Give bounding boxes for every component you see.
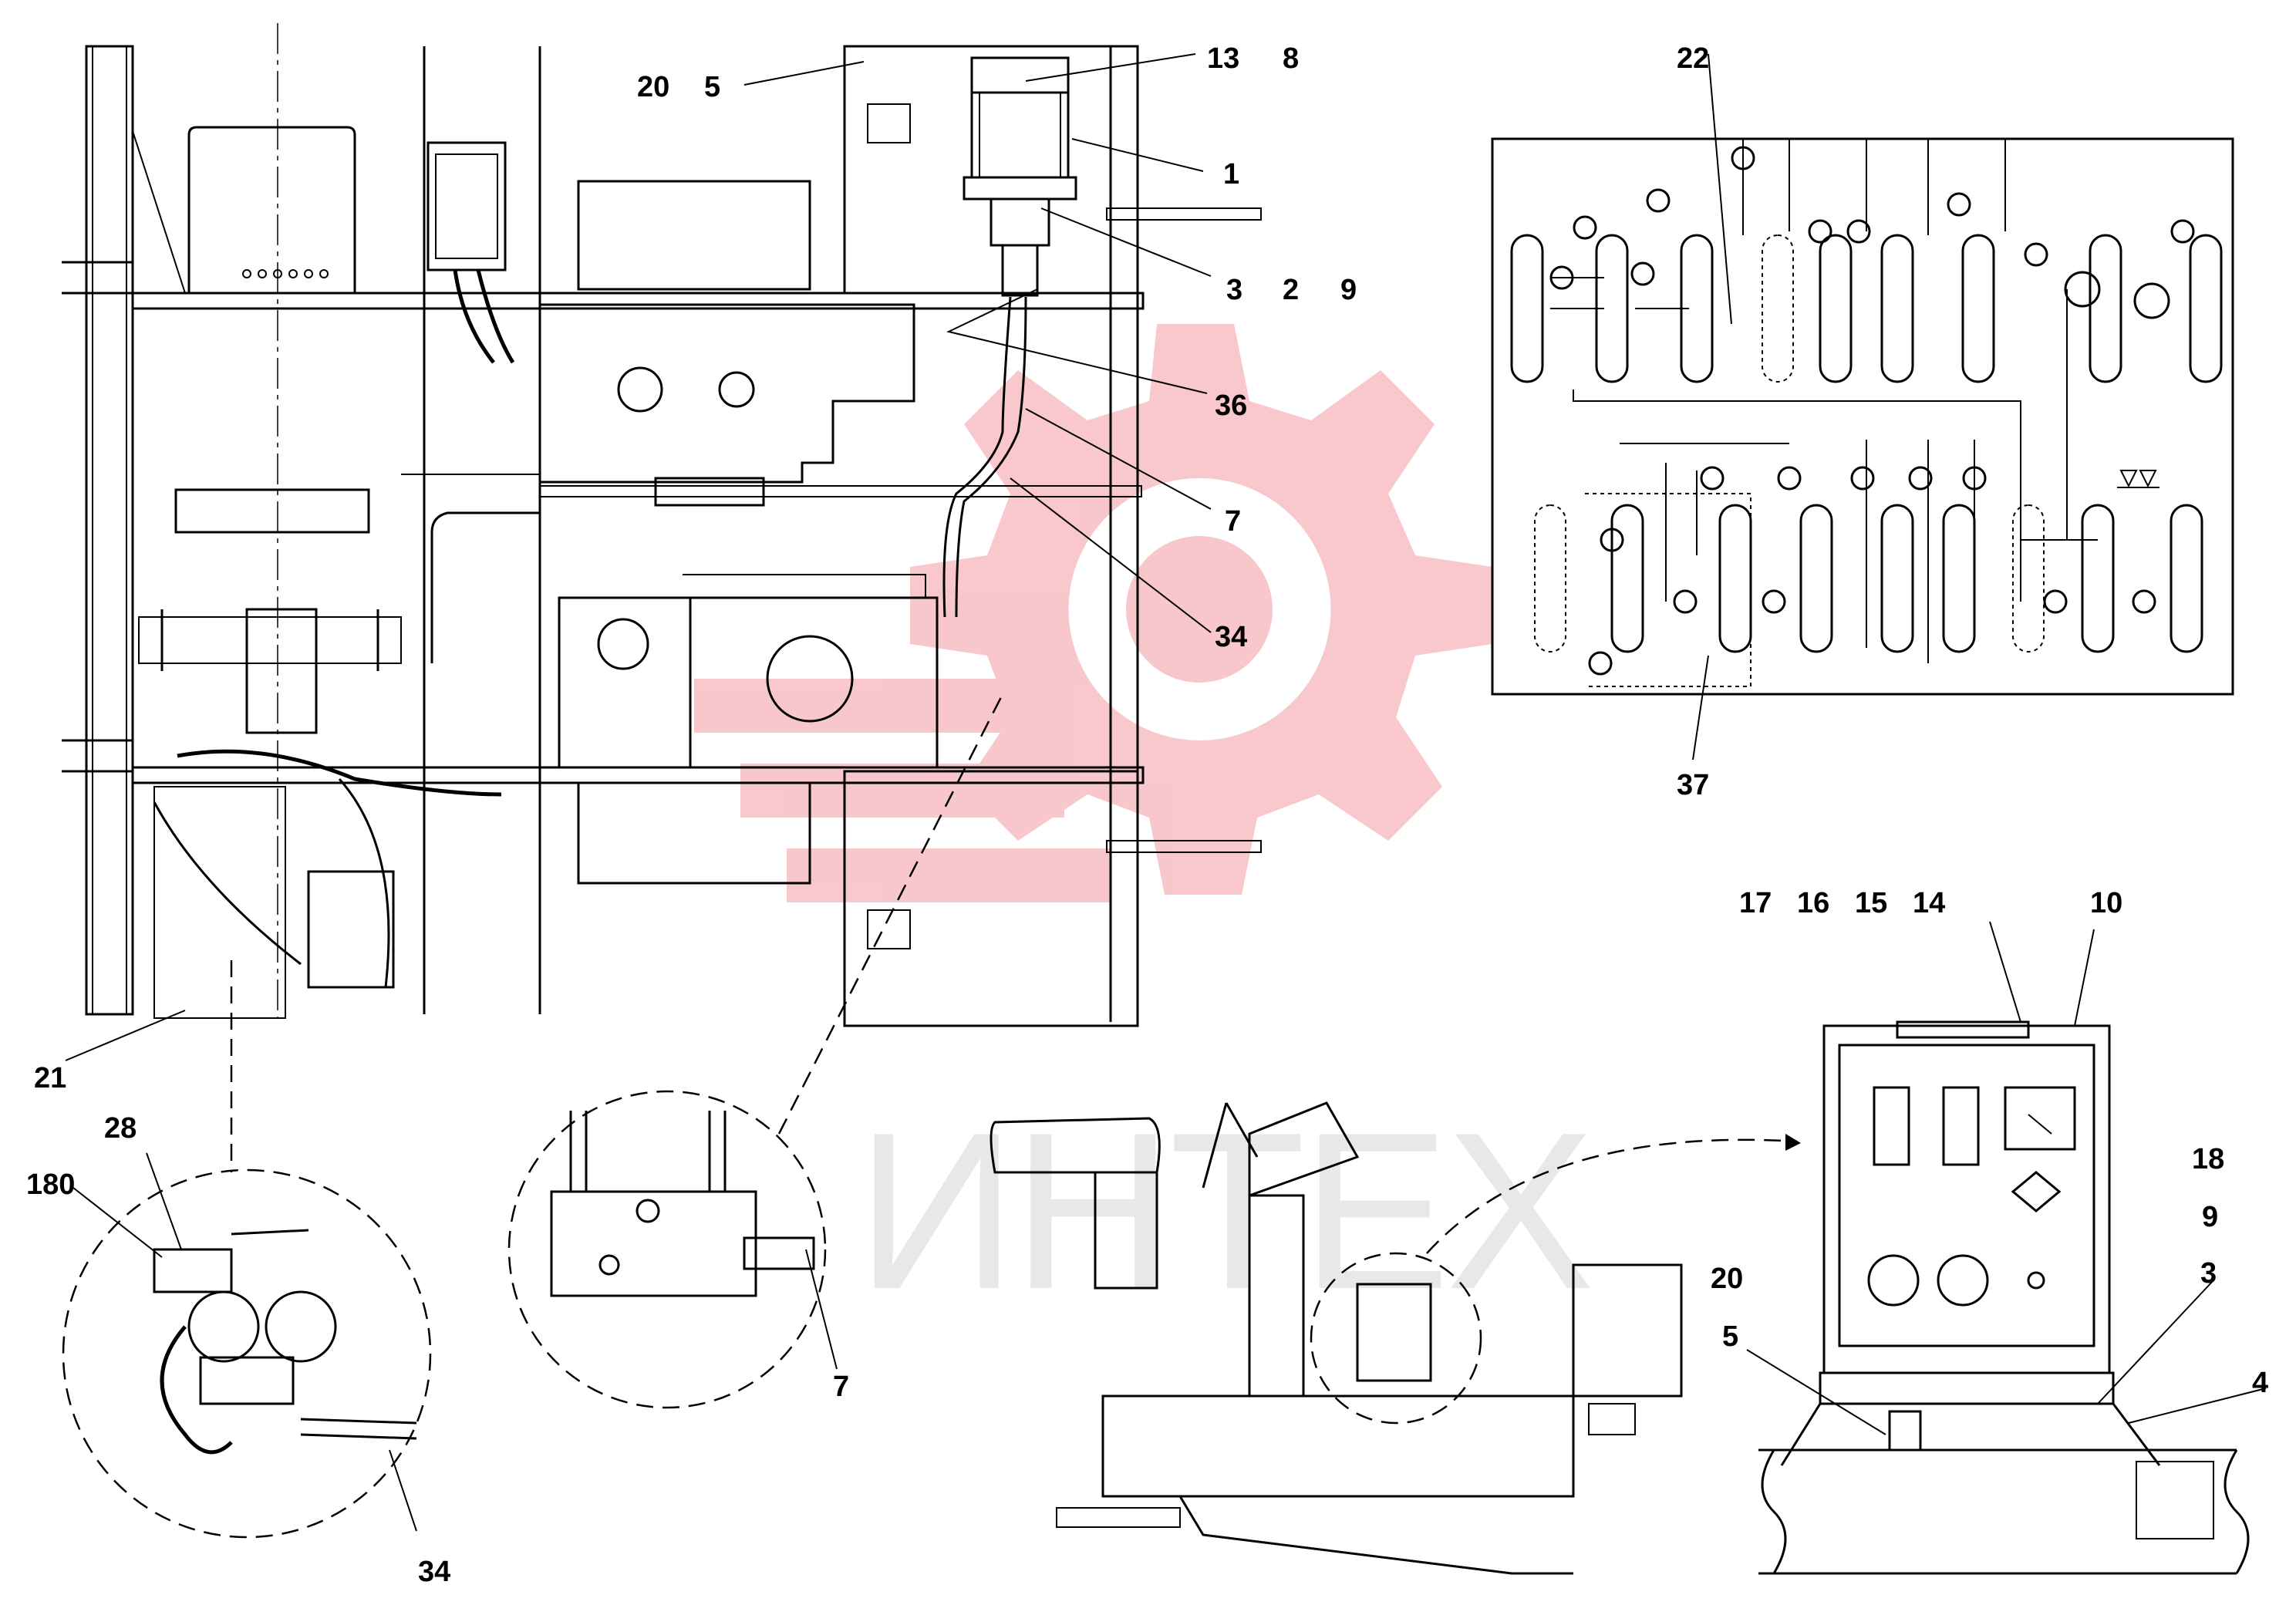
hose-return (430, 511, 540, 663)
machine-body (1101, 1394, 1575, 1498)
callout-9-right: 9 (2202, 1201, 2218, 1233)
bracket-holes (242, 269, 329, 278)
motor-mount-plate (843, 45, 1139, 295)
vertical-beams (423, 46, 541, 1014)
callout-7: 7 (1225, 505, 1241, 538)
wire-harness (153, 801, 302, 966)
callout-labels: 20 5 13 8 1 3 2 9 36 7 34 22 37 21 28 18… (26, 42, 2268, 1588)
panel-face (1838, 1044, 2095, 1347)
callout-21: 21 (34, 1062, 66, 1094)
terminal-blocks-row1 (1510, 234, 2223, 383)
terminal-blocks-row2 (1534, 504, 2203, 653)
callout-8: 8 (1283, 42, 1299, 75)
callout-20-top: 20 (637, 71, 669, 103)
leader-lines (65, 53, 2267, 1532)
callout-34-bottom: 34 (418, 1556, 450, 1588)
electric-motor (963, 56, 1077, 297)
callout-37: 37 (1677, 769, 1709, 801)
callout-16: 16 (1797, 887, 1829, 919)
lower-bracket (577, 781, 811, 885)
schematic-lamps (1549, 146, 2195, 676)
corrugated-hose (453, 269, 515, 364)
rail-stubs (62, 261, 133, 773)
callout-17: 17 (1739, 887, 1772, 919)
pump-detail-view (62, 960, 432, 1539)
watermark-bar-2 (740, 764, 1064, 818)
callout-3-right: 3 (2200, 1257, 2217, 1290)
valve-detail-view (507, 693, 1004, 1409)
callout-1: 1 (1223, 158, 1239, 191)
diode-icon (2117, 470, 2159, 488)
gauge-icon (2004, 1086, 2076, 1151)
callout-34: 34 (1215, 621, 1247, 653)
callout-22: 22 (1677, 42, 1709, 75)
callout-13: 13 (1207, 42, 1239, 75)
callout-5-top: 5 (704, 71, 720, 103)
watermark-bar-1 (694, 679, 1018, 733)
callout-14: 14 (1913, 887, 1945, 919)
frame-assembly (62, 23, 1262, 1027)
watermark-bar-3 (787, 848, 1111, 902)
callout-180: 180 (26, 1168, 75, 1201)
callout-3: 3 (1226, 274, 1242, 306)
hose-36 (942, 296, 1012, 618)
callout-4: 4 (2252, 1367, 2268, 1399)
callout-9: 9 (1340, 274, 1357, 306)
indicator-diamond (2011, 1171, 2062, 1212)
intekh-watermark-logo: ИНТЕХ (694, 324, 1597, 1336)
control-box (426, 141, 507, 271)
watermark-text: ИНТЕХ (856, 1086, 1593, 1336)
top-bracket (187, 126, 356, 293)
socket-2 (1937, 1254, 1989, 1307)
mid-crossbar (539, 485, 1142, 497)
top-crossbar (131, 292, 1145, 310)
callout-20-right: 20 (1711, 1263, 1743, 1295)
callout-36: 36 (1215, 389, 1247, 422)
upper-bracket (577, 180, 811, 291)
callout-10: 10 (2090, 887, 2122, 919)
rail-brace (132, 130, 186, 294)
control-panel-detail (1758, 1020, 2250, 1575)
machine-side-view (990, 1101, 1801, 1575)
callout-5-right: 5 (1722, 1320, 1738, 1353)
left-rail-inner (92, 46, 127, 1015)
mounted-panel (1356, 1283, 1432, 1382)
panel-enclosure (1822, 1024, 2111, 1374)
callout-2: 2 (1283, 274, 1299, 306)
mount-bolt (1888, 1410, 1922, 1452)
corrugated-line (177, 749, 502, 797)
valve-tank-block (558, 574, 939, 769)
watermark-gear (910, 324, 1492, 895)
arrow-icon (1785, 1134, 1801, 1151)
steering-wheel (1202, 1102, 1259, 1189)
side-plate (174, 488, 370, 534)
callout-7-bottom: 7 (833, 1371, 849, 1403)
hydraulic-pump-assembly (138, 608, 502, 1019)
callout-18: 18 (2192, 1143, 2224, 1175)
right-post (1109, 46, 1139, 1022)
schematic-frame (1491, 137, 2234, 696)
wiring-schematic (1491, 137, 2234, 696)
callout-15: 15 (1855, 887, 1887, 919)
schematic-wires (1550, 139, 2098, 687)
watermark-hub (1126, 536, 1273, 683)
callout-28: 28 (104, 1112, 137, 1145)
socket-1 (1867, 1254, 1920, 1307)
hose-7 (955, 296, 1027, 618)
hydraulic-tank (538, 303, 915, 507)
